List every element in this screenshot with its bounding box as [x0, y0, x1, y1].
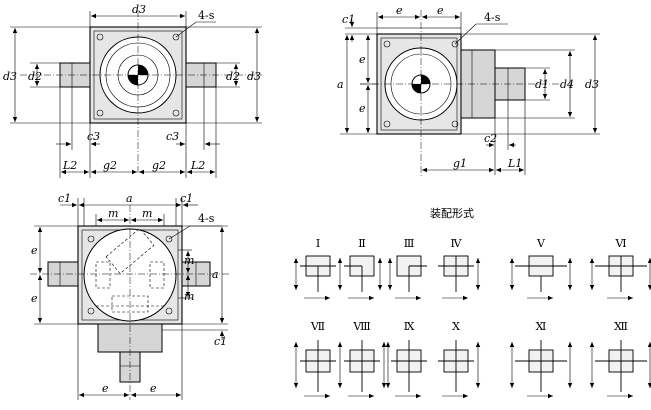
- form-label-12: Ⅻ: [614, 320, 628, 333]
- form-sketch-4: [438, 255, 481, 301]
- dim-L2-right: L2: [190, 159, 205, 172]
- form-label-8: Ⅷ: [352, 320, 370, 333]
- form-sketch-9: [385, 340, 427, 399]
- dim-m-right-top: m: [184, 254, 194, 267]
- mount-hole: [87, 235, 95, 243]
- form-label-1: Ⅰ: [316, 237, 320, 250]
- form-label-10: Ⅹ: [452, 320, 460, 333]
- mount-hole: [165, 307, 173, 315]
- view-side-single-shaft: e e 4-s c1 a e e d1 d4 d3: [337, 4, 600, 178]
- form-label-3: Ⅲ: [404, 237, 415, 250]
- form-sketch-11: [509, 340, 573, 399]
- form-label-7: Ⅶ: [310, 320, 325, 333]
- mount-hole: [165, 235, 173, 243]
- form-label-9: Ⅸ: [404, 320, 415, 333]
- form-sketch-10: [438, 340, 481, 399]
- form-label-5: Ⅴ: [536, 237, 546, 250]
- holes-label: 4-s: [198, 212, 215, 225]
- dim-e-plan-bottom-left: e: [102, 382, 109, 395]
- dim-c3-left: c3: [87, 130, 100, 143]
- holes-label: 4-s: [198, 9, 215, 22]
- view-front-two-shafts: d3 4-s d3 d2 d2 d3 c3: [3, 3, 262, 178]
- form-sketch-5: [509, 255, 573, 301]
- mount-hole: [383, 40, 391, 48]
- dim-g2-left: g2: [103, 159, 117, 172]
- dim-c1-plan-bottom: c1: [214, 335, 227, 348]
- dim-e-top-right: e: [437, 4, 444, 17]
- dim-e-plan-bottom-right: e: [150, 382, 157, 395]
- dim-a-plan-right: a: [212, 268, 219, 281]
- dim-a-plan-top: a: [126, 192, 133, 205]
- form-label-4: Ⅳ: [451, 237, 463, 250]
- dim-d1: d1: [535, 78, 549, 91]
- form-sketch-7: [293, 340, 343, 399]
- form-label-2: Ⅱ: [358, 237, 365, 250]
- mount-hole: [451, 40, 459, 48]
- mount-hole: [87, 307, 95, 315]
- dim-c1-plan-left: c1: [58, 192, 71, 205]
- dim-d2-left: d2: [28, 70, 42, 83]
- mount-hole: [172, 109, 180, 117]
- dim-d3-top: d3: [132, 3, 146, 16]
- dim-c1-side: c1: [342, 13, 355, 26]
- dim-a-side: a: [337, 78, 344, 91]
- form-sketch-8: [344, 340, 387, 399]
- form-label-11: Ⅺ: [536, 320, 547, 333]
- dim-m-top-right: m: [142, 207, 152, 220]
- holes-label: 4-s: [484, 11, 501, 24]
- mount-hole: [172, 33, 180, 41]
- assembly-forms: 装配形式 Ⅰ Ⅱ Ⅲ Ⅳ Ⅴ Ⅵ Ⅶ Ⅷ Ⅸ Ⅹ Ⅺ Ⅻ: [293, 207, 651, 399]
- mount-hole: [451, 120, 459, 128]
- dim-d3-left: d3: [3, 70, 17, 83]
- dim-e-plan-left-bottom: e: [31, 292, 38, 305]
- dim-e-top-left: e: [396, 4, 403, 17]
- mount-hole: [96, 109, 104, 117]
- dim-c2: c2: [484, 132, 497, 145]
- form-sketch-3: [387, 255, 427, 301]
- dim-m-top-left: m: [108, 207, 118, 220]
- dim-d3-side: d3: [585, 78, 599, 91]
- dim-c1-plan-right: c1: [180, 192, 193, 205]
- dim-e-left-bottom: e: [359, 102, 366, 115]
- form-sketch-6: [589, 255, 651, 301]
- form-sketch-2: [344, 255, 383, 301]
- dim-m-right-bottom: m: [184, 290, 194, 303]
- mount-hole: [96, 33, 104, 41]
- dim-L1: L1: [507, 157, 522, 170]
- dim-c3-right: c3: [166, 130, 179, 143]
- form-sketch-1: [293, 255, 343, 301]
- dim-g1: g1: [453, 157, 467, 170]
- assembly-title: 装配形式: [430, 207, 474, 220]
- dim-d4: d4: [560, 78, 574, 91]
- dim-L2-left: L2: [62, 159, 77, 172]
- dim-g2-right: g2: [152, 159, 166, 172]
- dim-e-left-top: e: [359, 53, 366, 66]
- view-plan-three-shafts: c1 a c1 m m 4-s e e m m a: [30, 192, 230, 400]
- dim-e-plan-left-top: e: [31, 244, 38, 257]
- mount-hole: [383, 120, 391, 128]
- dim-d2-right: d2: [226, 70, 240, 83]
- form-sketch-12: [589, 340, 651, 399]
- dim-d3-right: d3: [247, 70, 261, 83]
- form-label-6: Ⅵ: [614, 237, 626, 250]
